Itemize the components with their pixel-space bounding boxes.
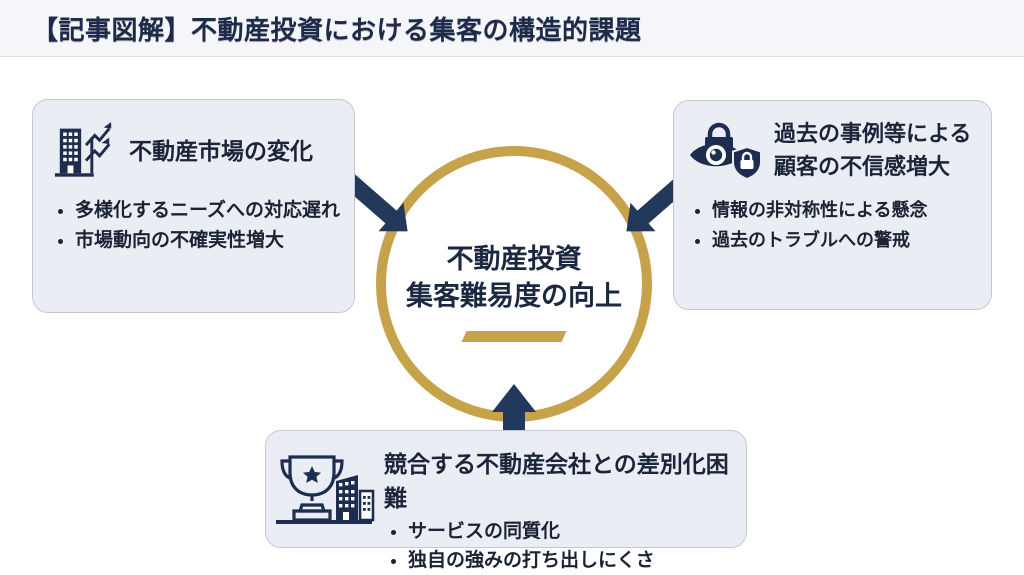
eye-lock-shield-icon	[690, 122, 762, 181]
gold-underline	[461, 330, 567, 342]
card-market-bullets: 多様化するニーズへの対応遅れ 市場動向の不確実性増大	[33, 196, 354, 256]
header: 【記事図解】不動産投資における集客の構造的課題	[0, 0, 1024, 57]
central-circle-line1: 不動産投資	[446, 243, 582, 274]
card-distrust-heading: 過去の事例等による 顧客の不信感増大	[774, 121, 972, 179]
card-distrust-bullets: 情報の非対称性による懸念 過去のトラブルへの警戒	[674, 195, 991, 255]
card-competition-heading: 競合する不動産会社との差別化困難	[384, 451, 729, 511]
page-title: 【記事図解】不動産投資における集客の構造的課題	[32, 14, 642, 45]
building-chart-icon	[54, 122, 112, 177]
central-circle: 不動産投資 集客難易度の向上	[376, 146, 652, 422]
card-customer-distrust: 過去の事例等による 顧客の不信感増大 情報の非対称性による懸念 過去のトラブルへ…	[673, 100, 992, 310]
card-competition-bullets: サービスの同質化 独自の強みの打ち出しにくさ	[384, 517, 746, 575]
bullet-item: 過去のトラブルへの警戒	[712, 225, 981, 255]
bullet-item: 多様化するニーズへの対応遅れ	[75, 196, 344, 226]
central-circle-text: 不動産投資 集客難易度の向上	[406, 241, 622, 315]
card-competition-body: 競合する不動産会社との差別化困難 サービスの同質化 独自の強みの打ち出しにくさ	[384, 431, 746, 571]
card-competition-icon-wrap	[266, 431, 384, 547]
card-market-heading: 不動産市場の変化	[129, 138, 313, 164]
card-market-change: 不動産市場の変化 多様化するニーズへの対応遅れ 市場動向の不確実性増大	[32, 99, 355, 313]
bullet-item: サービスの同質化	[408, 517, 736, 546]
card-market-header: 不動産市場の変化	[33, 100, 354, 182]
central-circle-line2: 集客難易度の向上	[406, 280, 622, 311]
bullet-item: 独自の強みの打ち出しにくさ	[408, 546, 736, 575]
trophy-buildings-icon	[276, 455, 375, 524]
card-distrust-header: 過去の事例等による 顧客の不信感増大	[674, 101, 991, 183]
bullet-item: 情報の非対称性による懸念	[712, 195, 981, 225]
bullet-item: 市場動向の不確実性増大	[75, 226, 344, 256]
card-differentiation: 競合する不動産会社との差別化困難 サービスの同質化 独自の強みの打ち出しにくさ	[265, 430, 747, 571]
